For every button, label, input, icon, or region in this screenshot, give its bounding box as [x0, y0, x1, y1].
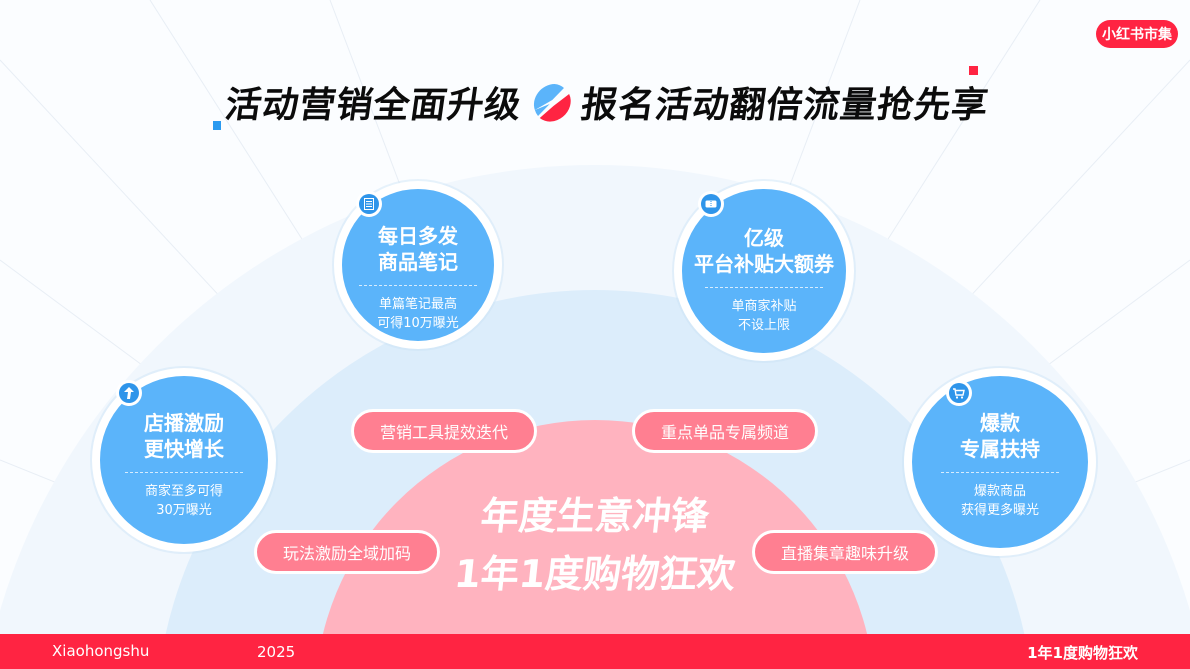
document-icon — [364, 198, 374, 210]
ticket-icon-badge — [698, 191, 724, 217]
feature-title: 爆款 — [980, 411, 1020, 435]
divider — [941, 472, 1059, 473]
ticket-icon — [705, 200, 717, 208]
footer-brand: Xiaohongshu — [52, 642, 150, 660]
feature-desc: 单商家补贴 — [731, 299, 797, 314]
feature-title: 专属扶持 — [960, 437, 1040, 461]
feature-platform-coupons: 亿级 平台补贴大额券 单商家补贴 不设上限 — [674, 181, 854, 361]
cart-icon-badge — [946, 380, 972, 406]
feature-desc: 商家至多可得 — [144, 484, 223, 499]
corner-accent-blue — [213, 121, 221, 130]
arrow-up-icon — [124, 387, 134, 399]
feature-live-incentive: 店播激励 更快增长 商家至多可得 30万曝光 — [92, 368, 276, 552]
divider — [705, 287, 823, 288]
feature-desc: 不设上限 — [737, 318, 790, 333]
feature-desc: 可得10万曝光 — [377, 316, 459, 331]
feature-daily-notes: 每日多发 商品笔记 单篇笔记最高 可得10万曝光 — [334, 181, 502, 349]
feature-desc: 爆款商品 — [973, 484, 1026, 499]
feature-title: 每日多发 — [378, 224, 458, 248]
corner-accent-red — [969, 66, 978, 75]
feature-bestseller-support: 爆款 专属扶持 爆款商品 获得更多曝光 — [904, 368, 1096, 556]
pill-key-product-channel: 重点单品专属频道 — [632, 409, 818, 453]
feature-desc: 获得更多曝光 — [960, 503, 1039, 518]
footer-bar: Xiaohongshu 2025 1年1度购物狂欢 — [0, 634, 1190, 669]
slogan-line-2: 1年1度购物狂欢 — [452, 552, 738, 596]
pill-gameplay-incentive: 玩法激励全域加码 — [254, 530, 440, 574]
pill-live-stamp-upgrade: 直播集章趣味升级 — [752, 530, 938, 574]
pill-marketing-tools: 营销工具提效迭代 — [351, 409, 537, 453]
x-logo-icon — [533, 84, 571, 122]
feature-title: 商品笔记 — [378, 250, 458, 274]
feature-title: 店播激励 — [144, 411, 224, 435]
feature-desc: 30万曝光 — [156, 503, 212, 518]
document-icon-badge — [356, 191, 382, 217]
feature-title: 更快增长 — [144, 437, 224, 461]
footer-year: 2025 — [257, 643, 296, 661]
cart-icon — [953, 387, 965, 399]
footer-tagline: 1年1度购物狂欢 — [1027, 644, 1138, 662]
brand-badge: 小红书市集 — [1096, 20, 1178, 48]
headline: 活动营销全面升级 报名活动翻倍流量抢先享 — [222, 74, 993, 130]
headline-right: 报名活动翻倍流量抢先享 — [578, 85, 992, 126]
arrow-up-icon-badge — [116, 380, 142, 406]
divider — [125, 472, 243, 473]
divider — [359, 285, 477, 286]
feature-title: 平台补贴大额券 — [694, 252, 834, 276]
headline-left: 活动营销全面升级 — [222, 85, 525, 126]
feature-desc: 单篇笔记最高 — [378, 297, 457, 312]
slogan-line-1: 年度生意冲锋 — [478, 494, 712, 538]
feature-title: 亿级 — [744, 226, 784, 250]
